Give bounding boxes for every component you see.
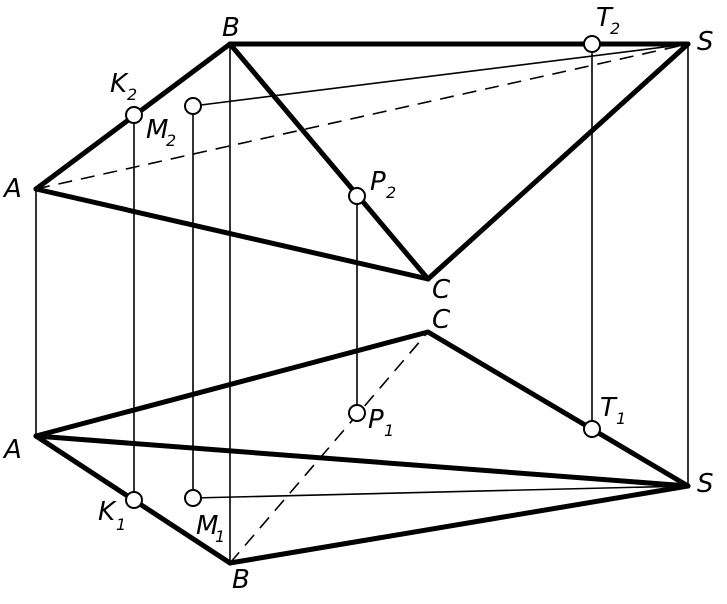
point-T2 [583,35,601,53]
edge-AS-bottom [33,433,691,489]
label-K1-sub: 1 [116,515,126,534]
label-C-top: C [432,275,451,305]
label-K2: K [110,69,129,99]
label-P2-sub: 2 [386,183,396,202]
line-M2-S [192,43,689,107]
label-P1: P [368,405,384,435]
point-T1 [583,420,601,438]
point-K2 [125,106,143,124]
label-B-bottom: B [232,565,250,595]
label-T2-sub: 2 [610,19,620,38]
edge-BS-bottom [227,483,691,566]
label-T1: T [600,393,618,423]
hidden-edge-AS-top [35,43,689,190]
label-M1-sub: 1 [215,527,225,546]
label-P1-sub: 1 [384,421,394,440]
edge-CS-top [425,41,691,282]
label-S-top: S [697,27,714,57]
point-M1 [184,489,202,507]
point-P2 [348,187,366,205]
edge-BC-top [227,41,431,282]
hidden-edge-BC-bottom [229,331,429,564]
label-C-bottom: C [432,305,451,335]
point-K1 [125,491,143,509]
label-M1: M [196,511,218,541]
label-P2: P [370,167,386,197]
label-A-bottom: A [2,435,22,465]
label-T2: T [596,3,614,33]
line-M1-S [192,485,689,499]
label-S-bottom: S [697,469,714,499]
edge-CS-bottom [425,329,691,489]
label-T1-sub: 1 [616,409,626,428]
edge-AC-bottom [33,329,431,439]
label-A-top: A [2,174,22,204]
label-M2: M [146,115,168,145]
point-P1 [348,404,366,422]
label-B-top: B [222,13,240,43]
point-M2 [184,97,202,115]
edge-AC-top [33,186,431,282]
label-M2-sub: 2 [166,131,176,150]
label-K1: K [98,497,117,527]
label-K2-sub: 2 [127,85,137,104]
